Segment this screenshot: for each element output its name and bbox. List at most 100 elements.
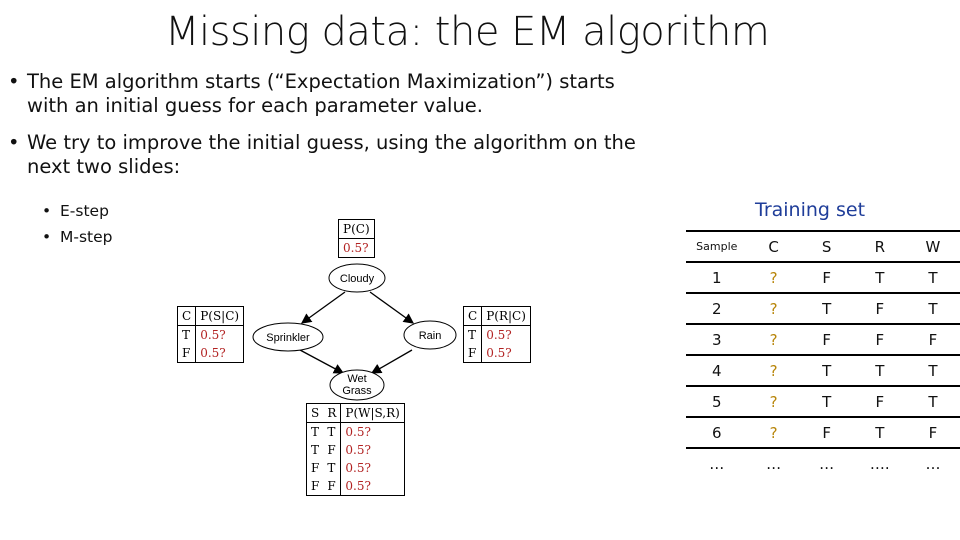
cpt-cell: T: [182, 328, 191, 342]
table-cell: F: [799, 323, 854, 356]
edge-cloudy-sprinkler: [300, 291, 346, 324]
cpt-cloudy: P(C) 0.5?: [338, 219, 375, 258]
table-cell: T: [905, 261, 960, 294]
cpt-cell: F: [327, 443, 336, 457]
node-cloudy: [328, 263, 386, 293]
table-cell: T: [852, 354, 907, 387]
table-cell: ?: [746, 354, 801, 387]
table-cell: F: [905, 323, 960, 356]
cpt-value: 0.5?: [340, 422, 405, 441]
cpt-value: 0.5?: [195, 344, 244, 363]
table-cell: T: [799, 385, 854, 418]
sub-bullet-list: E-step M-step: [42, 198, 113, 250]
cpt-cell: T: [311, 425, 320, 439]
training-set-title: Training set: [755, 199, 866, 221]
cpt-value: 0.5?: [481, 325, 531, 344]
cpt-value: 0.5?: [195, 325, 244, 344]
bullet-list: The EM algorithm starts (“Expectation Ma…: [8, 70, 648, 192]
table-cell: T: [852, 261, 907, 294]
sub-bullet-item: E-step: [42, 198, 113, 224]
table-header-row: Sample C S R W: [686, 230, 960, 263]
node-wet-grass: [329, 369, 385, 401]
cpt-header: P(R|C): [481, 306, 531, 326]
table-cell: T: [799, 292, 854, 325]
node-label-grass: Grass: [342, 385, 372, 397]
table-cell: T: [905, 292, 960, 325]
cpt-value: 0.5?: [481, 344, 531, 363]
column-header: C: [746, 230, 801, 263]
edge-rain-wet: [370, 349, 413, 374]
cpt-value: 0.5?: [340, 441, 405, 459]
table-cell: 2: [686, 292, 748, 325]
table-cell: T: [799, 354, 854, 387]
column-header: W: [905, 230, 960, 263]
table-cell: 6: [686, 416, 748, 449]
cpt-cell: F: [327, 479, 336, 493]
table-cell: 5: [686, 385, 748, 418]
table-cell: F: [852, 292, 907, 325]
table-cell: …: [905, 447, 960, 479]
table-cell: ?: [746, 323, 801, 356]
table-cell: ?: [746, 416, 801, 449]
table-cell: T: [852, 416, 907, 449]
table-cell: F: [852, 385, 907, 418]
table-cell: F: [852, 323, 907, 356]
table-cell: 1: [686, 261, 748, 294]
table-cell: …: [799, 447, 854, 479]
node-label-wet: Wet: [347, 373, 366, 385]
cpt-wet-grass: S R P(W|S,R) T T 0.5? T F 0.5? F T 0.5? …: [306, 403, 405, 496]
cpt-cell: T: [468, 328, 477, 342]
table-cell: T: [905, 354, 960, 387]
column-header: S: [799, 230, 854, 263]
table-cell: F: [905, 416, 960, 449]
cpt-cell: F: [468, 346, 477, 360]
cpt-cell: T: [311, 443, 320, 457]
cpt-header: C: [463, 306, 482, 326]
table-cell: ….: [852, 447, 907, 479]
cpt-header: R: [323, 403, 341, 423]
table-cell: ?: [746, 385, 801, 418]
table-cell: 3: [686, 323, 748, 356]
cpt-cell: F: [311, 461, 320, 475]
bullet-item: We try to improve the initial guess, usi…: [8, 131, 648, 179]
edge-cloudy-rain: [369, 291, 415, 324]
node-rain: [403, 320, 457, 350]
slide-title: Missing data: the EM algorithm: [165, 9, 770, 55]
table-cell: …: [686, 447, 748, 479]
table-cell: T: [905, 385, 960, 418]
cpt-value: 0.5?: [340, 459, 405, 477]
node-label-rain: Rain: [419, 330, 442, 342]
cpt-rain: C P(R|C) T 0.5? F 0.5?: [463, 306, 531, 363]
node-label-sprinkler: Sprinkler: [266, 332, 310, 344]
cpt-value: 0.5?: [340, 477, 405, 496]
node-sprinkler: [252, 322, 324, 352]
cpt-header: S: [306, 403, 324, 423]
cpt-header: P(W|S,R): [340, 403, 405, 423]
node-label-cloudy: Cloudy: [340, 273, 375, 285]
edge-sprinkler-wet: [299, 349, 345, 374]
cpt-header: C: [177, 306, 196, 326]
bullet-item: The EM algorithm starts (“Expectation Ma…: [8, 70, 648, 118]
sub-bullet-item: M-step: [42, 224, 113, 250]
table-cell: …: [746, 447, 801, 479]
column-header: R: [852, 230, 907, 263]
column-header: Sample: [686, 230, 748, 263]
cpt-sprinkler: C P(S|C) T 0.5? F 0.5?: [177, 306, 245, 363]
cpt-header: P(S|C): [195, 306, 244, 326]
cpt-cell: F: [311, 479, 320, 493]
cpt-cell: T: [327, 425, 336, 439]
table-cell: 4: [686, 354, 748, 387]
table-cell: ?: [746, 292, 801, 325]
table-cell: ?: [746, 261, 801, 294]
table-cell: F: [799, 416, 854, 449]
cpt-header: P(C): [338, 219, 375, 239]
cpt-cell: F: [182, 346, 191, 360]
